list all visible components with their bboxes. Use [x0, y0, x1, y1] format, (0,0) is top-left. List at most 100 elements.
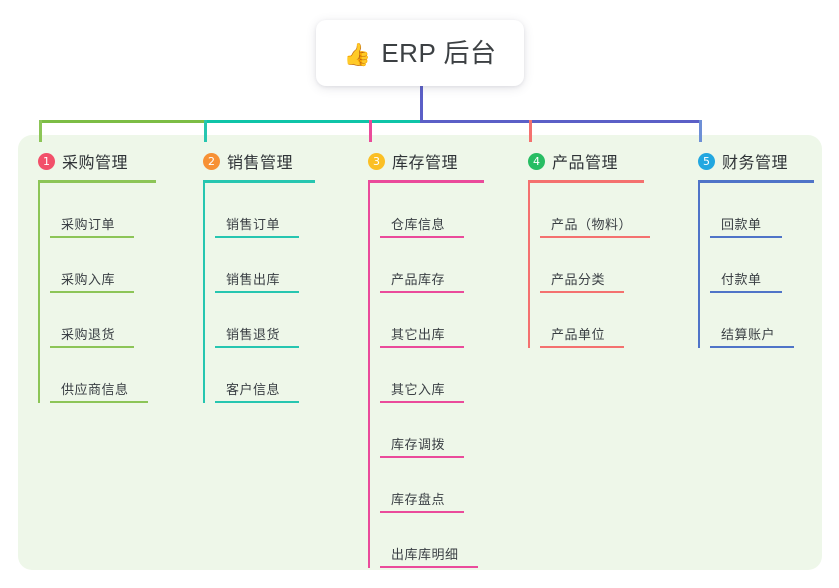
connector-drop-1 [39, 120, 42, 142]
leaf-item[interactable]: 库存调拨 [380, 403, 484, 458]
branch-header-2[interactable]: 2 销售管理 [203, 148, 315, 174]
leaf-item[interactable]: 销售订单 [215, 183, 315, 238]
branch-number-badge: 3 [368, 152, 385, 170]
leaf-item-label: 结算账户 [721, 327, 776, 342]
leaf-item-label: 销售退货 [226, 327, 281, 342]
leaf-item-rule [215, 401, 299, 403]
leaf-item-rule [540, 346, 624, 348]
leaf-item-rule [50, 291, 134, 293]
leaf-item-label: 销售订单 [226, 217, 281, 232]
leaf-item-label: 产品库存 [391, 272, 446, 287]
branch-number-badge: 1 [38, 152, 55, 170]
branch-number-badge: 5 [698, 152, 715, 170]
leaf-item-label: 其它出库 [391, 327, 446, 342]
leaf-item-rule [215, 346, 299, 348]
leaf-item[interactable]: 出库库明细 [380, 513, 484, 568]
connector-drop-4 [529, 120, 532, 142]
branch-underline [528, 180, 644, 183]
leaf-item-label: 客户信息 [226, 382, 281, 397]
leaf-item-label: 产品分类 [551, 272, 606, 287]
leaf-item[interactable]: 采购订单 [50, 183, 156, 238]
leaf-item[interactable]: 结算账户 [710, 293, 814, 348]
leaf-item-label: 采购入库 [61, 272, 116, 287]
leaf-item-label: 库存调拨 [391, 437, 446, 452]
branch-header-3[interactable]: 3 库存管理 [368, 148, 484, 174]
leaf-item[interactable]: 其它入库 [380, 348, 484, 403]
leaf-item[interactable]: 销售出库 [215, 238, 315, 293]
branch-title: 采购管理 [62, 155, 129, 172]
leaf-item[interactable]: 仓库信息 [380, 183, 484, 238]
leaf-item-label: 采购退货 [61, 327, 116, 342]
branch-title: 库存管理 [392, 155, 459, 172]
connector-bar-segment-purple [420, 120, 702, 123]
leaf-spine [38, 183, 40, 403]
leaf-list: 采购订单采购入库采购退货供应商信息 [38, 183, 156, 403]
leaf-item[interactable]: 产品分类 [540, 238, 644, 293]
leaf-list: 仓库信息产品库存其它出库其它入库库存调拨库存盘点出库库明细 [368, 183, 484, 568]
leaf-item-label: 销售出库 [226, 272, 281, 287]
leaf-item-label: 产品（物料） [551, 217, 633, 232]
leaf-item-label: 出库库明细 [391, 547, 459, 562]
branch-column-3: 3 库存管理仓库信息产品库存其它出库其它入库库存调拨库存盘点出库库明细 [368, 148, 484, 568]
leaf-item-rule [50, 236, 134, 238]
branch-underline [698, 180, 814, 183]
leaf-item[interactable]: 其它出库 [380, 293, 484, 348]
leaf-item-rule [380, 401, 464, 403]
leaf-item-rule [215, 291, 299, 293]
leaf-item[interactable]: 销售退货 [215, 293, 315, 348]
leaf-item[interactable]: 回款单 [710, 183, 814, 238]
leaf-item[interactable]: 采购退货 [50, 293, 156, 348]
leaf-item-rule [380, 291, 464, 293]
leaf-item-label: 付款单 [721, 272, 762, 287]
leaf-item[interactable]: 付款单 [710, 238, 814, 293]
leaf-item-rule [710, 291, 782, 293]
root-node-label: 👍ERP 后台 [343, 40, 496, 66]
branch-number-badge: 2 [203, 152, 220, 170]
leaf-item[interactable]: 供应商信息 [50, 348, 156, 403]
connector-drop-3 [369, 120, 372, 142]
branch-column-5: 5 财务管理回款单付款单结算账户 [698, 148, 814, 348]
branch-number-badge: 4 [528, 152, 545, 170]
root-trunk-line [420, 86, 423, 123]
connector-drop-2 [204, 120, 207, 142]
leaf-item[interactable]: 产品单位 [540, 293, 644, 348]
leaf-item-rule [380, 346, 464, 348]
branch-column-2: 2 销售管理销售订单销售出库销售退货客户信息 [203, 148, 315, 403]
leaf-spine [528, 183, 530, 348]
leaf-item-rule [710, 346, 794, 348]
leaf-item[interactable]: 库存盘点 [380, 458, 484, 513]
leaf-spine [698, 183, 700, 348]
connector-bar-segment-teal [204, 120, 420, 123]
leaf-item-label: 其它入库 [391, 382, 446, 397]
root-node[interactable]: 👍ERP 后台 [316, 20, 524, 86]
branch-title: 财务管理 [722, 155, 789, 172]
branch-header-4[interactable]: 4 产品管理 [528, 148, 644, 174]
leaf-item[interactable]: 采购入库 [50, 238, 156, 293]
leaf-item-label: 回款单 [721, 217, 762, 232]
leaf-item-rule [50, 401, 148, 403]
leaf-item-rule [215, 236, 299, 238]
leaf-item-rule [50, 346, 134, 348]
leaf-item[interactable]: 产品（物料） [540, 183, 650, 238]
leaf-item[interactable]: 客户信息 [215, 348, 315, 403]
branch-header-5[interactable]: 5 财务管理 [698, 148, 814, 174]
leaf-list: 产品（物料） 产品分类产品单位 [528, 183, 650, 348]
leaf-item-label: 供应商信息 [61, 382, 129, 397]
branch-title: 销售管理 [227, 155, 294, 172]
thumbs-up-icon: 👍 [343, 42, 372, 67]
leaf-spine [203, 183, 205, 403]
leaf-item-rule [710, 236, 782, 238]
leaf-item-label: 产品单位 [551, 327, 606, 342]
leaf-item-label: 库存盘点 [391, 492, 446, 507]
leaf-list: 回款单付款单结算账户 [698, 183, 814, 348]
branch-underline [203, 180, 315, 183]
leaf-item-rule [380, 511, 464, 513]
leaf-item-rule [380, 236, 464, 238]
branch-header-1[interactable]: 1 采购管理 [38, 148, 156, 174]
branch-title: 产品管理 [552, 155, 619, 172]
leaf-item[interactable]: 产品库存 [380, 238, 484, 293]
branch-underline [38, 180, 156, 183]
branch-column-1: 1 采购管理采购订单采购入库采购退货供应商信息 [38, 148, 156, 403]
leaf-item-rule [380, 456, 464, 458]
leaf-item-label: 仓库信息 [391, 217, 446, 232]
